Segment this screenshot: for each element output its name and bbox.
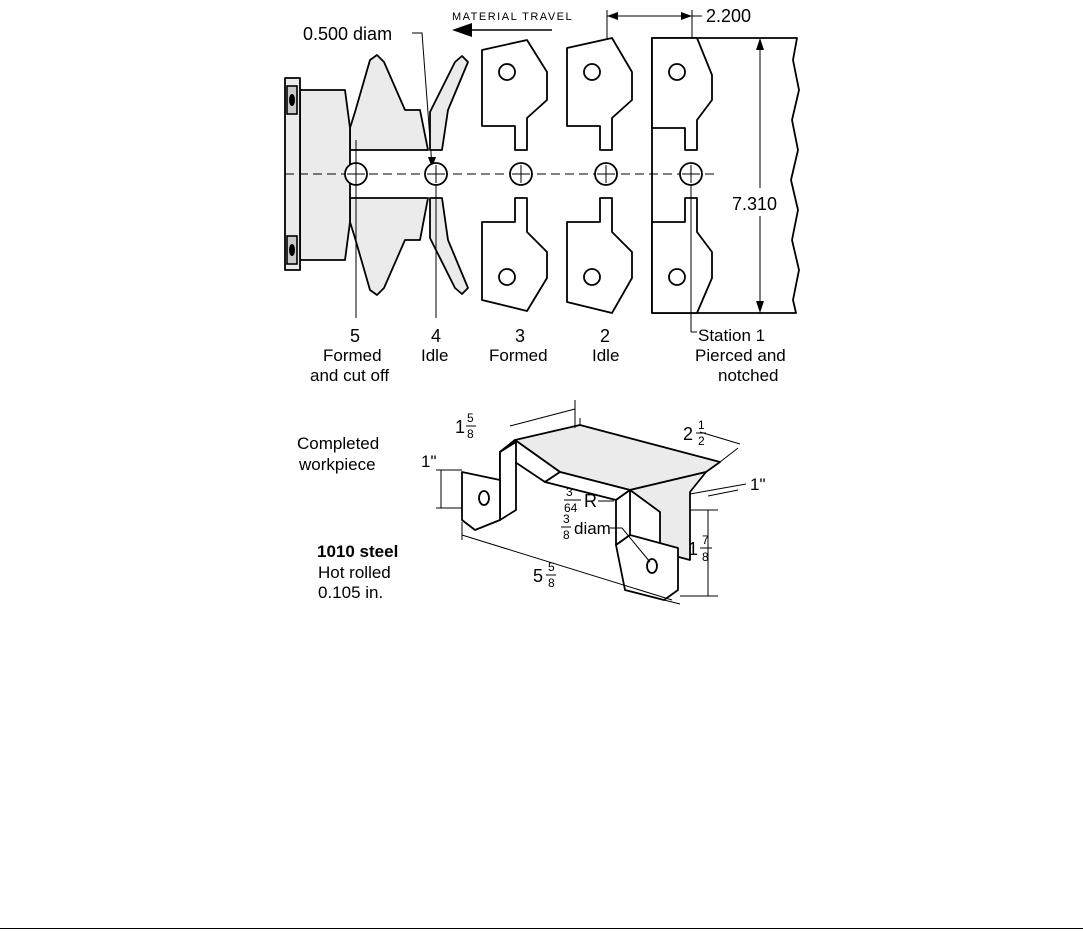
station-4-line1: Idle (421, 346, 448, 365)
station-2-line1: Idle (592, 346, 619, 365)
pitch-dimension-value: 2.200 (706, 6, 751, 26)
page-bottom-rule (0, 928, 1083, 929)
svg-text:1: 1 (698, 418, 705, 432)
workpiece-caption-line2: workpiece (298, 455, 376, 474)
svg-text:8: 8 (467, 427, 474, 441)
svg-text:diam: diam (574, 519, 611, 538)
svg-text:1": 1" (421, 452, 437, 471)
svg-text:3: 3 (563, 512, 570, 526)
station-5-line2: and cut off (310, 366, 389, 385)
svg-text:8: 8 (563, 528, 570, 542)
material-travel-label: MATERIAL TRAVEL (452, 11, 573, 23)
material-line1: 1010 steel (317, 542, 398, 561)
svg-text:2: 2 (698, 434, 705, 448)
hole-callout-label: 0.500 diam (303, 24, 392, 44)
pilot-hole (425, 163, 447, 185)
pilot-hole (595, 163, 617, 185)
station-3-line1: Formed (489, 346, 548, 365)
svg-text:5: 5 (467, 411, 474, 425)
hat-bracket (462, 425, 720, 600)
station-4-number: 4 (431, 326, 441, 346)
material-line2: Hot rolled (318, 563, 391, 582)
station-labels: 5 Formed and cut off 4 Idle 3 Formed 2 I… (310, 326, 786, 385)
material-travel-arrow (452, 23, 552, 37)
svg-text:8: 8 (702, 550, 709, 564)
svg-text:1: 1 (688, 539, 698, 559)
station-1-line3: notched (718, 366, 779, 385)
station-2-number: 2 (600, 326, 610, 346)
svg-text:1": 1" (750, 475, 766, 494)
strip-layout: MATERIAL TRAVEL 2.200 0.500 diam (285, 6, 799, 385)
station-1-line1: Station 1 (698, 326, 765, 345)
station-5-line1: Formed (323, 346, 382, 365)
station-3-number: 3 (515, 326, 525, 346)
completed-workpiece: Completed workpiece 1010 steel Hot rolle… (297, 400, 766, 604)
dim-left-tab: 1" (421, 452, 462, 508)
svg-text:8: 8 (548, 576, 555, 590)
material-line3: 0.105 in. (318, 583, 383, 602)
svg-text:1: 1 (455, 417, 465, 437)
workpiece-caption-line1: Completed (297, 434, 379, 453)
pilot-hole (510, 163, 532, 185)
pilot-hole (680, 163, 702, 185)
svg-text:7: 7 (702, 533, 709, 547)
station-1-line2: Pierced and (695, 346, 786, 365)
svg-text:2: 2 (683, 424, 693, 444)
svg-text:5: 5 (548, 560, 555, 574)
svg-text:3: 3 (566, 485, 573, 499)
svg-text:R: R (584, 491, 597, 511)
station-5-number: 5 (350, 326, 360, 346)
svg-text:5: 5 (533, 566, 543, 586)
strip-width-value: 7.310 (732, 194, 777, 214)
